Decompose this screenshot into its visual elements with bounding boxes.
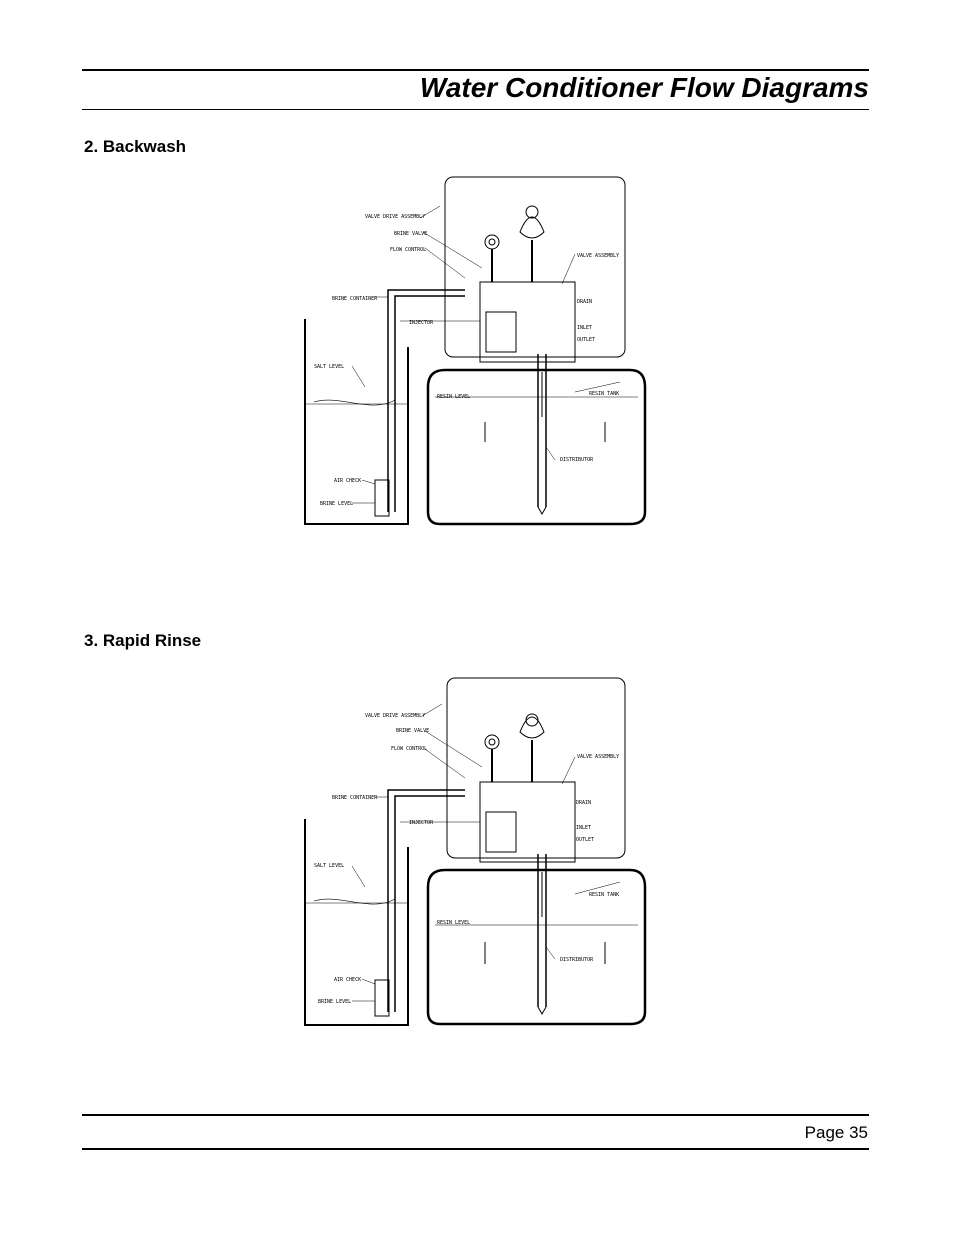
backwash-label-injector: INJECTOR bbox=[409, 320, 434, 326]
backwash-label-flow-control: FLOW CONTROL bbox=[390, 247, 426, 253]
rapid-rinse-label-outlet: OUTLET bbox=[576, 837, 594, 843]
backwash-label-valve-drive-assembly: VALVE DRIVE ASSEMBLY bbox=[365, 214, 425, 220]
backwash-label-valve-assembly: VALVE ASSEMBLY bbox=[577, 253, 619, 259]
rapid-rinse-diagram: VALVE DRIVE ASSEMBLY BRINE VALVE FLOW CO… bbox=[300, 672, 660, 1032]
backwash-label-salt-level: SALT LEVEL bbox=[314, 364, 344, 370]
page-title: Water Conditioner Flow Diagrams bbox=[419, 72, 869, 103]
backwash-label-brine-level: BRINE LEVEL bbox=[320, 501, 353, 507]
rapid-rinse-label-brine-valve: BRINE VALVE bbox=[396, 728, 429, 734]
section-heading-backwash: 2. Backwash bbox=[84, 137, 187, 156]
rapid-rinse-label-salt-level: SALT LEVEL bbox=[314, 863, 344, 869]
backwash-diagram-drawing: VALVE DRIVE ASSEMBLY BRINE VALVE FLOW CO… bbox=[304, 176, 647, 526]
rapid-rinse-label-valve-drive-assembly: VALVE DRIVE ASSEMBLY bbox=[365, 713, 425, 719]
backwash-label-brine-valve: BRINE VALVE bbox=[394, 231, 427, 237]
rapid-rinse-label-drain: DRAIN bbox=[576, 800, 591, 806]
rapid-rinse-diagram-drawing: VALVE DRIVE ASSEMBLY BRINE VALVE FLOW CO… bbox=[304, 677, 647, 1026]
rapid-rinse-label-resin-level: RESIN LEVEL bbox=[437, 920, 470, 926]
header-rule-bottom bbox=[82, 109, 869, 110]
backwash-label-resin-level: RESIN LEVEL bbox=[437, 394, 470, 400]
backwash-label-inlet: INLET bbox=[577, 325, 592, 331]
backwash-label-resin-tank: RESIN TANK bbox=[589, 391, 619, 397]
page-number: Page 35 bbox=[804, 1123, 868, 1142]
backwash-label-brine-container: BRINE CONTAINER bbox=[332, 296, 378, 302]
rapid-rinse-label-brine-container: BRINE CONTAINER bbox=[332, 795, 378, 801]
rapid-rinse-label-flow-control: FLOW CONTROL bbox=[391, 746, 427, 752]
rapid-rinse-label-brine-level: BRINE LEVEL bbox=[318, 999, 351, 1005]
backwash-diagram: VALVE DRIVE ASSEMBLY BRINE VALVE FLOW CO… bbox=[300, 172, 660, 532]
rapid-rinse-label-distributor: DISTRIBUTOR bbox=[560, 957, 594, 963]
section-heading-rapid-rinse: 3. Rapid Rinse bbox=[84, 631, 202, 650]
backwash-label-drain: DRAIN bbox=[577, 299, 592, 305]
rapid-rinse-label-inlet: INLET bbox=[576, 825, 591, 831]
backwash-label-air-check: AIR CHECK bbox=[334, 478, 361, 484]
footer-rule-top bbox=[82, 1114, 869, 1116]
backwash-label-outlet: OUTLET bbox=[577, 337, 595, 343]
footer-rule-bottom bbox=[82, 1148, 869, 1150]
rapid-rinse-label-valve-assembly: VALVE ASSEMBLY bbox=[577, 754, 619, 760]
backwash-label-distributor: DISTRIBUTOR bbox=[560, 457, 594, 463]
rapid-rinse-label-injector: INJECTOR bbox=[409, 820, 434, 826]
rapid-rinse-label-resin-tank: RESIN TANK bbox=[589, 892, 619, 898]
header-rule-top bbox=[82, 69, 869, 71]
rapid-rinse-label-air-check: AIR CHECK bbox=[334, 977, 361, 983]
